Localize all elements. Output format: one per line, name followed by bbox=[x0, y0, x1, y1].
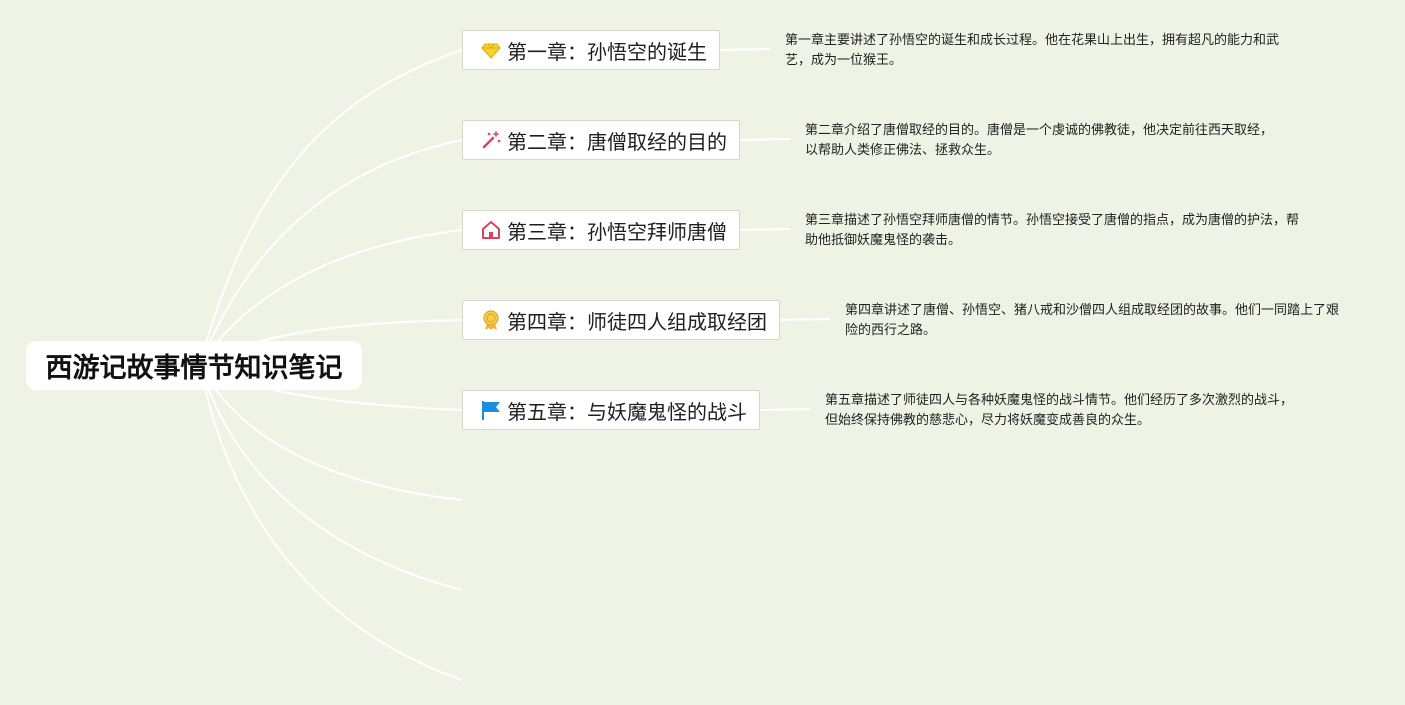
chapter-2-note[interactable]: 第二章介绍了唐僧取经的目的。唐僧是一个虔诚的佛教徒，他决定前往西天取经，以帮助人… bbox=[805, 123, 1274, 158]
chapter-4-title: 第四章：师徒四人组成取经团 bbox=[507, 309, 767, 334]
central-topic[interactable]: 西游记故事情节知识笔记 bbox=[26, 341, 362, 390]
chapter-5-title: 第五章：与妖魔鬼怪的战斗 bbox=[507, 399, 747, 424]
branch-line-chapter-3 bbox=[199, 229, 463, 366]
branch-line-empty-3 bbox=[199, 364, 463, 681]
chapter-1-title: 第一章：孙悟空的诞生 bbox=[507, 39, 707, 64]
chapter-3-topic[interactable]: 第三章：孙悟空拜师唐僧 bbox=[462, 210, 740, 250]
chapter-3-note[interactable]: 第三章描述了孙悟空拜师唐僧的情节。孙悟空接受了唐僧的指点，成为唐僧的护法，帮助他… bbox=[805, 213, 1300, 248]
note-line-chapter-2 bbox=[739, 138, 791, 141]
medal-icon bbox=[480, 309, 502, 331]
chapter-2-title: 第二章：唐僧取经的目的 bbox=[507, 129, 727, 154]
chapter-5-topic[interactable]: 第五章：与妖魔鬼怪的战斗 bbox=[462, 390, 760, 430]
chapter-3-title: 第三章：孙悟空拜师唐僧 bbox=[507, 219, 727, 244]
note-line-chapter-5 bbox=[759, 408, 811, 411]
chapter-1-note[interactable]: 第一章主要讲述了孙悟空的诞生和成长过程。他在花果山上出生，拥有超凡的能力和武艺，… bbox=[785, 33, 1280, 68]
flag-icon bbox=[480, 399, 502, 421]
diamond-icon bbox=[480, 39, 502, 61]
branch-line-chapter-1 bbox=[199, 49, 463, 366]
chapter-2-topic[interactable]: 第二章：唐僧取经的目的 bbox=[462, 120, 740, 160]
note-line-chapter-4 bbox=[779, 318, 831, 321]
note-line-chapter-1 bbox=[719, 48, 771, 51]
chapter-4-topic[interactable]: 第四章：师徒四人组成取经团 bbox=[462, 300, 780, 340]
branch-line-empty-2 bbox=[199, 364, 463, 591]
house-icon bbox=[480, 219, 502, 241]
branch-line-chapter-2 bbox=[199, 139, 463, 366]
chapter-1-topic[interactable]: 第一章：孙悟空的诞生 bbox=[462, 30, 720, 70]
magic-wand-icon bbox=[480, 129, 502, 151]
branch-line-empty-1 bbox=[199, 364, 463, 501]
chapter-4-note[interactable]: 第四章讲述了唐僧、孙悟空、猪八戒和沙僧四人组成取经团的故事。他们一同踏上了艰险的… bbox=[845, 303, 1340, 338]
note-line-chapter-3 bbox=[739, 228, 791, 231]
chapter-5-note[interactable]: 第五章描述了师徒四人与各种妖魔鬼怪的战斗情节。他们经历了多次激烈的战斗，但始终保… bbox=[825, 393, 1294, 428]
